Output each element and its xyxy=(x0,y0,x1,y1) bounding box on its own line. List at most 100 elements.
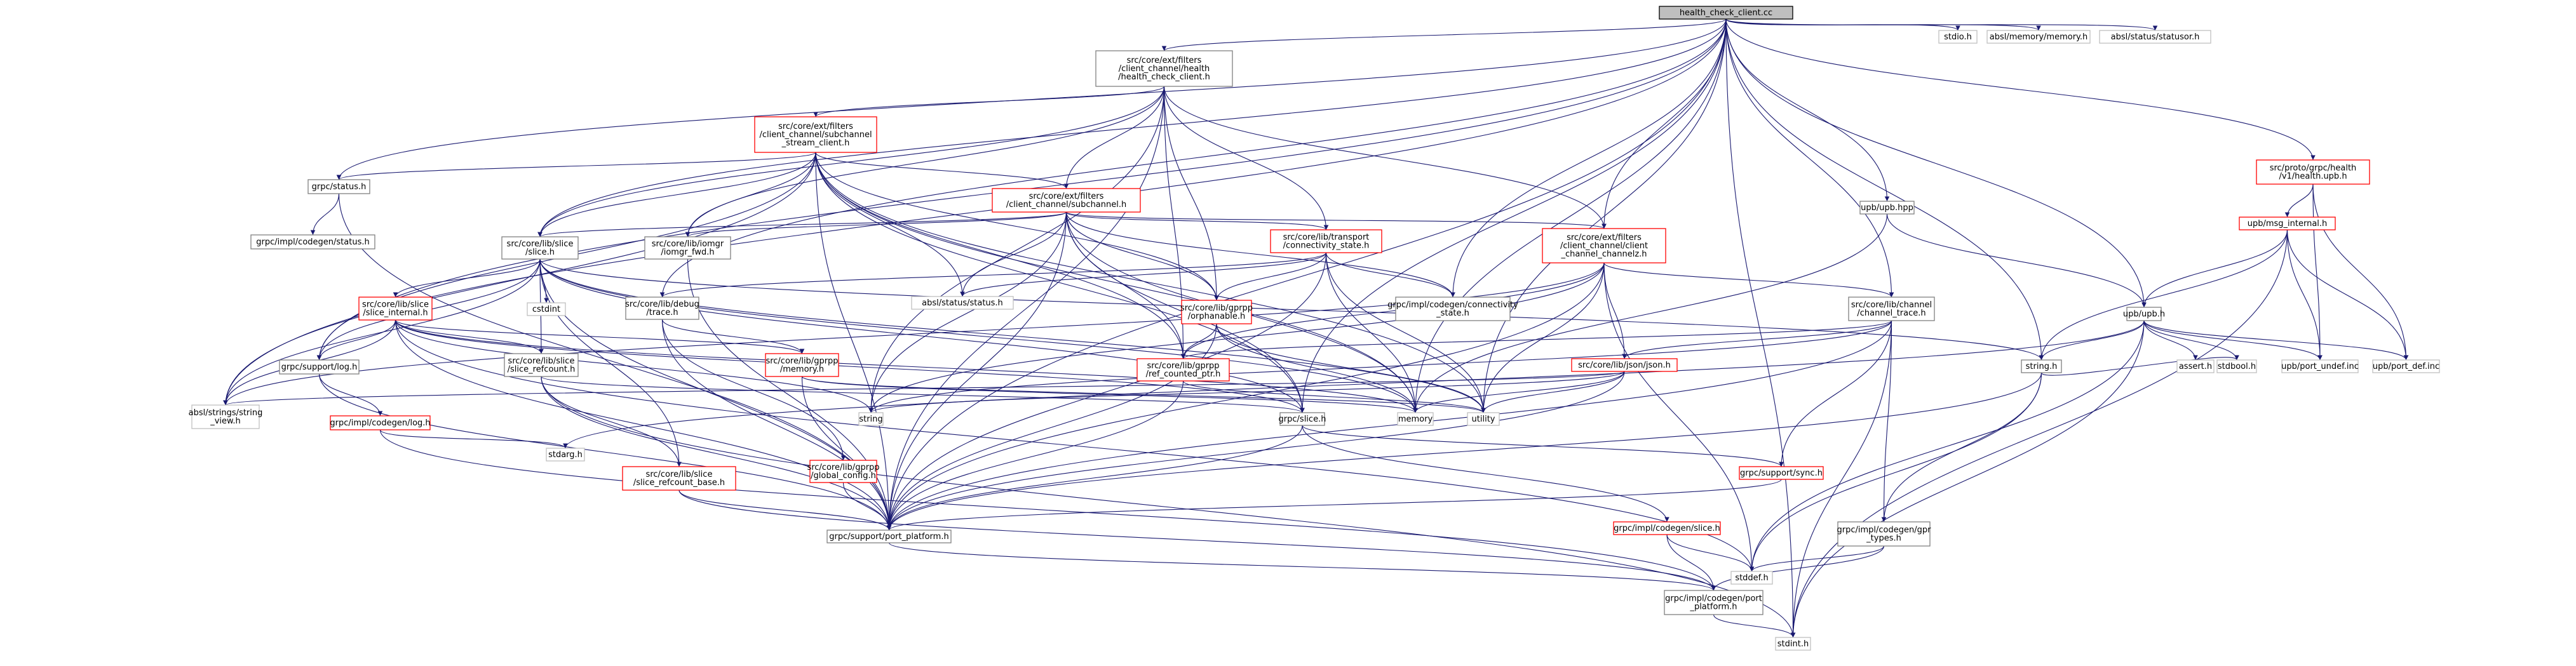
node-debug_trace[interactable]: src/core/lib/debug/trace.h xyxy=(625,296,699,320)
node-client_channelz[interactable]: src/core/ext/filters/client_channel/clie… xyxy=(1542,228,1666,263)
edge-channel_trace-to-ref_counted_ptr xyxy=(1180,320,1892,359)
node-label-codegen_port_platform: grpc/impl/codegen/port xyxy=(1665,594,1762,604)
node-label-support_log: grpc/support/log.h xyxy=(281,363,358,372)
edge-orphanable-to-memory xyxy=(1216,323,1418,413)
node-slice_internal[interactable]: src/core/lib/slice/slice_internal.h xyxy=(358,296,433,321)
node-subch_stream[interactable]: src/core/ext/filters/client_channel/subc… xyxy=(754,116,877,153)
edge-hcc_h-to-string xyxy=(868,86,1165,413)
edge-root-to-codegen_conn xyxy=(1450,18,1727,298)
node-label-proto_health: /v1/health.upb.h xyxy=(2279,172,2347,182)
node-label-root: health_check_client.cc xyxy=(1680,8,1772,18)
node-proto_health[interactable]: src/proto/grpc/health/v1/health.upb.h xyxy=(2256,159,2370,185)
node-label-stdint: stdint.h xyxy=(1777,639,1809,649)
edge-slice_h-to-slice_refcount_base xyxy=(539,258,682,467)
edge-channel_trace-to-json_h xyxy=(1622,320,1892,359)
edge-subchannel_h-to-client_channelz xyxy=(1065,211,1607,229)
node-codegen_log[interactable]: grpc/impl/codegen/log.h xyxy=(330,415,431,430)
node-json_h[interactable]: src/core/lib/json/json.h xyxy=(1571,358,1678,372)
node-slice_h[interactable]: src/core/lib/slice/slice.h xyxy=(501,236,579,260)
node-box-codegen_conn xyxy=(1395,296,1511,321)
node-label-client_channelz: src/core/ext/filters xyxy=(1567,233,1642,243)
node-upb_h[interactable]: upb/upb.h xyxy=(2123,307,2165,321)
node-string_h[interactable]: string.h xyxy=(2021,359,2062,373)
node-global_config[interactable]: src/core/lib/gprpp/global_config.h xyxy=(807,460,880,483)
node-box-stdarg xyxy=(546,448,585,462)
node-box-gprpp_memory xyxy=(765,353,839,377)
edge-slice_h-to-slice_internal xyxy=(393,258,541,298)
node-sync_h[interactable]: grpc/support/sync.h xyxy=(1739,466,1824,480)
edge-proto_health-to-msg_internal xyxy=(2284,183,2314,218)
node-label-slice_refcount_base: src/core/lib/slice xyxy=(646,470,713,479)
node-subchannel_h[interactable]: src/core/ext/filters/client_channel/subc… xyxy=(992,188,1141,213)
edge-string_h-to-stdbool xyxy=(2040,355,2239,376)
node-box-port_def xyxy=(2372,359,2440,373)
node-box-channel_trace xyxy=(1848,296,1935,321)
node-label-string_view: _view.h xyxy=(210,416,241,426)
node-box-stddef xyxy=(1730,571,1773,585)
node-label-gpr_types: _types.h xyxy=(1866,534,1901,543)
edge-subch_stream-to-slice_h xyxy=(537,152,816,237)
edge-hcc_h-to-subchannel_h xyxy=(1063,86,1165,189)
node-codegen_conn[interactable]: grpc/impl/codegen/connectivity_state.h xyxy=(1387,296,1518,321)
node-label-subch_stream: /client_channel/subchannel xyxy=(759,130,872,140)
edge-conn_state-to-memory xyxy=(1325,252,1418,413)
node-codegen_slice[interactable]: grpc/impl/codegen/slice.h xyxy=(1613,521,1721,535)
node-box-grpc_status xyxy=(307,179,370,194)
edge-ref_counted_ptr-to-utility xyxy=(1182,380,1486,413)
edge-upb_hpp-to-memory xyxy=(1413,213,1888,413)
node-label-slice_refcount: /slice_refcount.h xyxy=(508,365,576,375)
node-support_log[interactable]: grpc/support/log.h xyxy=(279,359,360,375)
node-grpc_status[interactable]: grpc/status.h xyxy=(307,179,370,194)
edge-channel_trace-to-sync_h xyxy=(1779,320,1892,467)
node-stdbool: stdbool.h xyxy=(2216,359,2257,373)
node-ref_counted_ptr[interactable]: src/core/lib/gprpp/ref_counted_ptr.h xyxy=(1136,358,1230,382)
node-slice_refcount[interactable]: src/core/lib/slice/slice_refcount.h xyxy=(504,353,579,377)
node-msg_internal[interactable]: upb/msg_internal.h xyxy=(2239,216,2336,230)
edge-support_log-to-port_platform xyxy=(318,373,892,531)
node-label-codegen_conn: _state.h xyxy=(1436,309,1469,318)
node-label-hcc_h: /health_check_client.h xyxy=(1118,72,1210,82)
node-orphanable[interactable]: src/core/lib/gprpp/orphanable.h xyxy=(1180,300,1253,324)
edge-slice_h-to-memory xyxy=(539,258,1418,413)
node-upb_hpp[interactable]: upb/upb.hpp xyxy=(1859,201,1915,215)
edge-root-to-upb_hpp xyxy=(1725,18,1890,202)
edge-upb_h-to-string_h xyxy=(2039,320,2145,361)
node-label-stdbool: stdbool.h xyxy=(2218,362,2256,371)
node-label-grpc_slice: grpc/slice.h xyxy=(1279,415,1326,424)
node-channel_trace[interactable]: src/core/lib/channel/channel_trace.h xyxy=(1848,296,1935,321)
node-box-cstdint xyxy=(527,302,566,316)
node-box-iomgr_fwd xyxy=(644,236,731,260)
node-slice_refcount_base[interactable]: src/core/lib/slice/slice_refcount_base.h xyxy=(622,466,736,491)
edge-msg_internal-to-port_undef xyxy=(2286,229,2323,361)
edge-gprpp_memory-to-utility xyxy=(801,376,1486,413)
edge-grpc_slice-to-codegen_slice xyxy=(1302,425,1669,523)
node-grpc_slice[interactable]: grpc/slice.h xyxy=(1279,412,1326,426)
node-gpr_types[interactable]: grpc/impl/codegen/gpr_types.h xyxy=(1837,521,1932,547)
node-box-subchannel_h xyxy=(992,188,1141,213)
edge-conn_state-to-orphanable xyxy=(1214,252,1327,301)
node-label-proto_health: src/proto/grpc/health xyxy=(2270,164,2357,173)
node-iomgr_fwd[interactable]: src/core/lib/iomgr/iomgr_fwd.h xyxy=(644,236,731,260)
edge-subch_stream-to-string_view xyxy=(223,152,816,406)
edge-slice_internal-to-grpc_slice xyxy=(394,319,1305,413)
node-label-gprpp_memory: /memory.h xyxy=(780,365,824,375)
edge-json_h-to-utility xyxy=(1481,371,1625,413)
node-impl_status[interactable]: grpc/impl/codegen/status.h xyxy=(250,234,375,250)
edge-upb_h-to-assert_h xyxy=(2143,320,2198,361)
edge-channel_trace-to-port_platform xyxy=(886,320,1892,531)
edge-root-to-string_h xyxy=(1725,18,2044,361)
node-label-memory: memory xyxy=(1398,415,1433,424)
node-label-codegen_slice: grpc/impl/codegen/slice.h xyxy=(1614,524,1720,533)
edge-subchannel_h-to-absl_status xyxy=(960,211,1067,297)
node-label-gpr_types: grpc/impl/codegen/gpr xyxy=(1837,526,1932,535)
node-box-absl_status xyxy=(911,296,1014,310)
edge-root-to-upb_h xyxy=(1725,18,2147,308)
node-hcc_h[interactable]: src/core/ext/filters/client_channel/heal… xyxy=(1095,50,1233,87)
node-box-utility xyxy=(1467,412,1500,426)
edge-slice_refcount-to-grpc_slice xyxy=(541,376,1305,413)
edge-root-to-channel_trace xyxy=(1725,18,1894,298)
node-conn_state[interactable]: src/core/lib/transport/connectivity_stat… xyxy=(1270,229,1382,253)
node-port_platform[interactable]: grpc/support/port_platform.h xyxy=(826,529,952,543)
node-codegen_port_platform[interactable]: grpc/impl/codegen/port_platform.h xyxy=(1664,590,1763,615)
node-gprpp_memory[interactable]: src/core/lib/gprpp/memory.h xyxy=(765,353,839,377)
